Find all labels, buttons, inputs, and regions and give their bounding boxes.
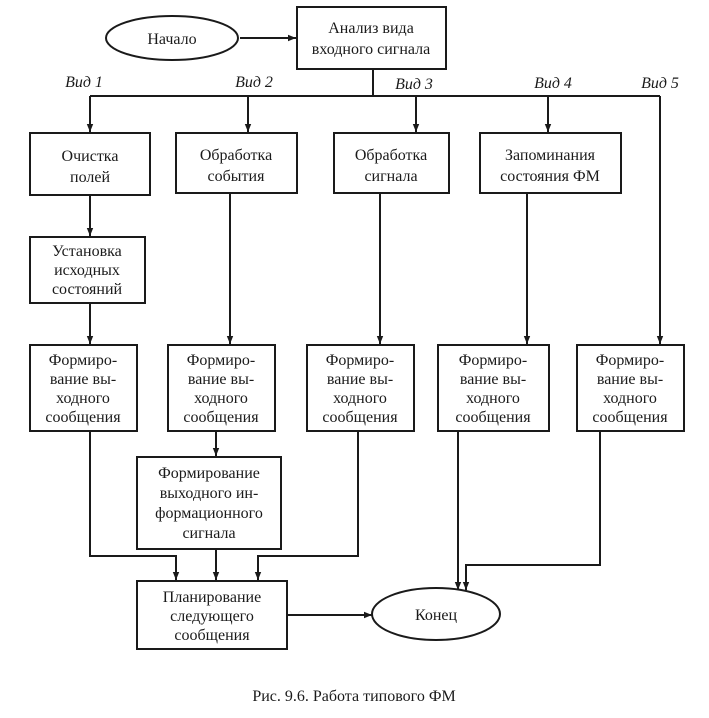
box-form-output-2-line-3: ходного [194,390,248,407]
box-form-output-3-line-4: сообщения [322,409,398,426]
figure-caption: Рис. 9.6. Работа типового ФМ [252,688,455,705]
box-clear-fields-line-1: Очистка [62,148,119,165]
start-label: Начало [147,31,196,48]
box-form-output-1-line-4: сообщения [45,409,121,426]
box-form-output-3-line-2: вание вы- [327,371,393,388]
box-form-output-4-line-3: ходного [466,390,520,407]
box-signal-processing-line-2: сигнала [364,168,417,185]
arrow-form3-to-planning [254,432,359,580]
box-form-info-signal-line-3: формационного [155,505,263,522]
box-plan-next-message-line-3: сообщения [174,627,250,644]
box-event-processing-line-1: Обработка [200,147,272,164]
connectors [86,34,664,619]
box-state-memorizing: Запоминания состояния ФМ [479,132,622,194]
branch-label-2: Вид 2 [235,74,273,91]
box-form-output-5-line-4: сообщения [592,409,668,426]
box-event-processing: Обработка события [175,132,298,194]
box-set-initial-states-line-1: Установка [52,243,122,260]
branch-labels: Вид 1 Вид 2 Вид 3 Вид 4 Вид 5 [65,74,679,93]
box-form-output-1-line-1: Формиро- [49,352,117,369]
box-form-output-2-line-1: Формиро- [187,352,255,369]
box-plan-next-message-line-2: следующего [170,608,254,625]
box-form-output-5-line-1: Формиро- [596,352,664,369]
box-form-output-1-line-3: ходного [56,390,110,407]
box-form-info-signal-line-2: выходного ин- [160,485,259,502]
box-set-initial-states-line-3: состояний [52,281,123,298]
branch-label-4: Вид 4 [534,75,572,92]
box-form-output-4: Формиро- вание вы- ходного сообщения [437,344,550,432]
box-set-initial-states: Установка исходных состояний [29,236,146,304]
box-form-output-5: Формиро- вание вы- ходного сообщения [576,344,685,432]
box-form-output-5-line-3: ходного [603,390,657,407]
box-form-info-signal-line-4: сигнала [182,525,235,542]
branch-label-1: Вид 1 [65,74,103,91]
box-form-output-4-line-1: Формиро- [459,352,527,369]
box-signal-processing-line-1: Обработка [355,147,427,164]
box-signal-processing: Обработка сигнала [333,132,450,194]
box-form-output-2-line-2: вание вы- [188,371,254,388]
box-analyze-line-1: Анализ вида [328,20,414,37]
box-form-info-signal-line-1: Формирование [158,465,260,482]
box-event-processing-line-2: события [208,168,266,185]
box-state-memorizing-line-1: Запоминания [505,147,596,164]
box-form-output-1: Формиро- вание вы- ходного сообщения [29,344,138,432]
box-form-output-2: Формиро- вание вы- ходного сообщения [167,344,276,432]
end-label: Конец [415,607,458,624]
branch-label-5: Вид 5 [641,75,679,92]
box-form-output-3: Формиро- вание вы- ходного сообщения [306,344,415,432]
box-analyze-line-2: входного сигнала [312,41,430,58]
branch-label-3: Вид 3 [395,76,433,93]
box-clear-fields: Очистка полей [29,132,151,196]
arrow-form1-to-planning [89,432,180,580]
end-node: Конец [371,587,501,641]
box-analyze: Анализ вида входного сигнала [296,6,447,70]
box-form-output-4-line-4: сообщения [455,409,531,426]
box-plan-next-message: Планирование следующего сообщения [136,580,288,650]
box-form-output-4-line-2: вание вы- [460,371,526,388]
box-state-memorizing-line-2: состояния ФМ [500,168,600,185]
start-node: Начало [105,15,239,61]
box-clear-fields-line-2: полей [70,169,110,186]
box-form-output-3-line-1: Формиро- [326,352,394,369]
box-form-output-1-line-2: вание вы- [50,371,116,388]
box-form-info-signal: Формирование выходного ин- формационного… [136,456,282,550]
box-form-output-2-line-4: сообщения [183,409,259,426]
box-plan-next-message-line-1: Планирование [163,589,261,606]
box-set-initial-states-line-2: исходных [54,262,120,279]
box-form-output-5-line-2: вание вы- [597,371,663,388]
arrow-form5-to-end [462,432,601,590]
box-form-output-3-line-3: ходного [333,390,387,407]
